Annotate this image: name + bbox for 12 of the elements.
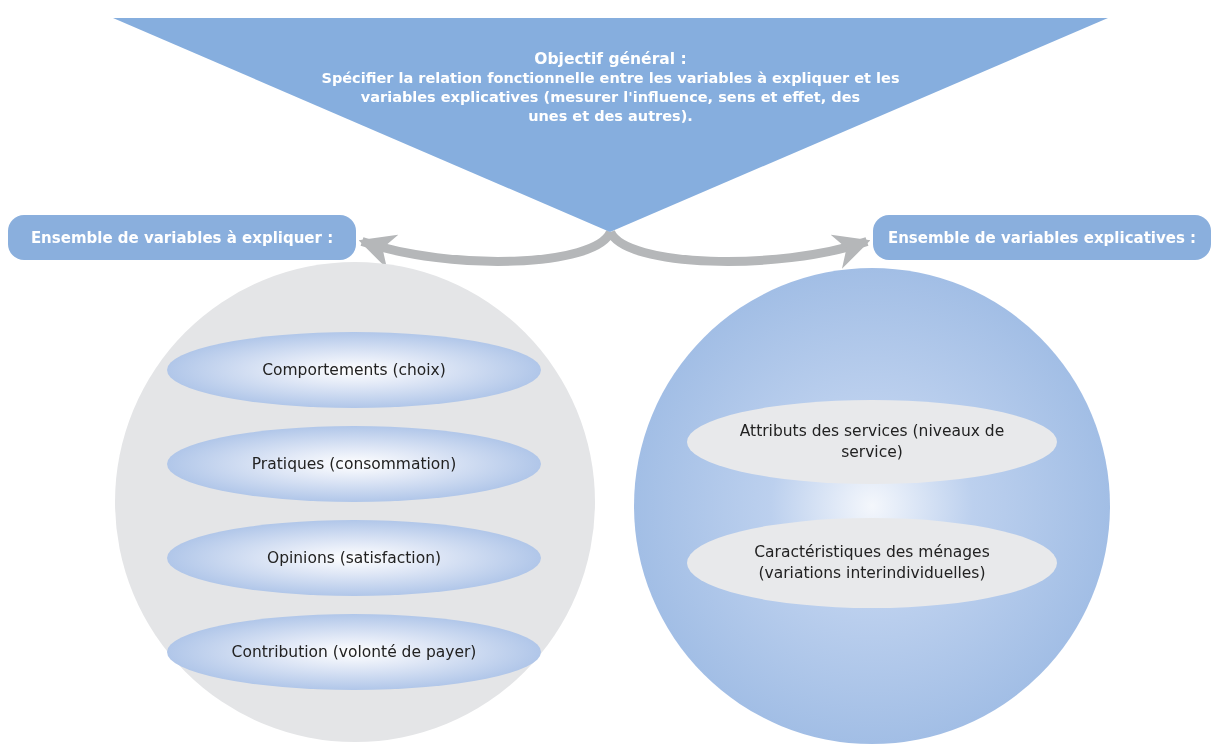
group-label: Ensemble de variables à expliquer : xyxy=(8,215,356,260)
variable-label: Contribution (volonté de payer) xyxy=(230,641,478,663)
objective-text: Spécifier la relation fonctionnelle entre les variables à expliquer et les variables explicatives (mesurer l'influence, sens et effet, des unes et des autres). xyxy=(320,69,901,126)
variable-label: Pratiques (consommation) xyxy=(250,453,458,475)
variable-label: Comportements (choix) xyxy=(261,359,447,381)
variable-label: Attributs des services (niveaux de service) xyxy=(738,421,1006,463)
variable-label: Opinions (satisfaction) xyxy=(265,547,443,569)
group-label: Ensemble de variables explicatives : xyxy=(873,215,1211,260)
objective-triangle xyxy=(113,18,1108,232)
variable-label: Caractéristiques des ménages (variations interindividuelles) xyxy=(753,542,991,584)
objective-heading: Objectif général : xyxy=(533,50,688,69)
curved-arrow xyxy=(607,229,871,268)
